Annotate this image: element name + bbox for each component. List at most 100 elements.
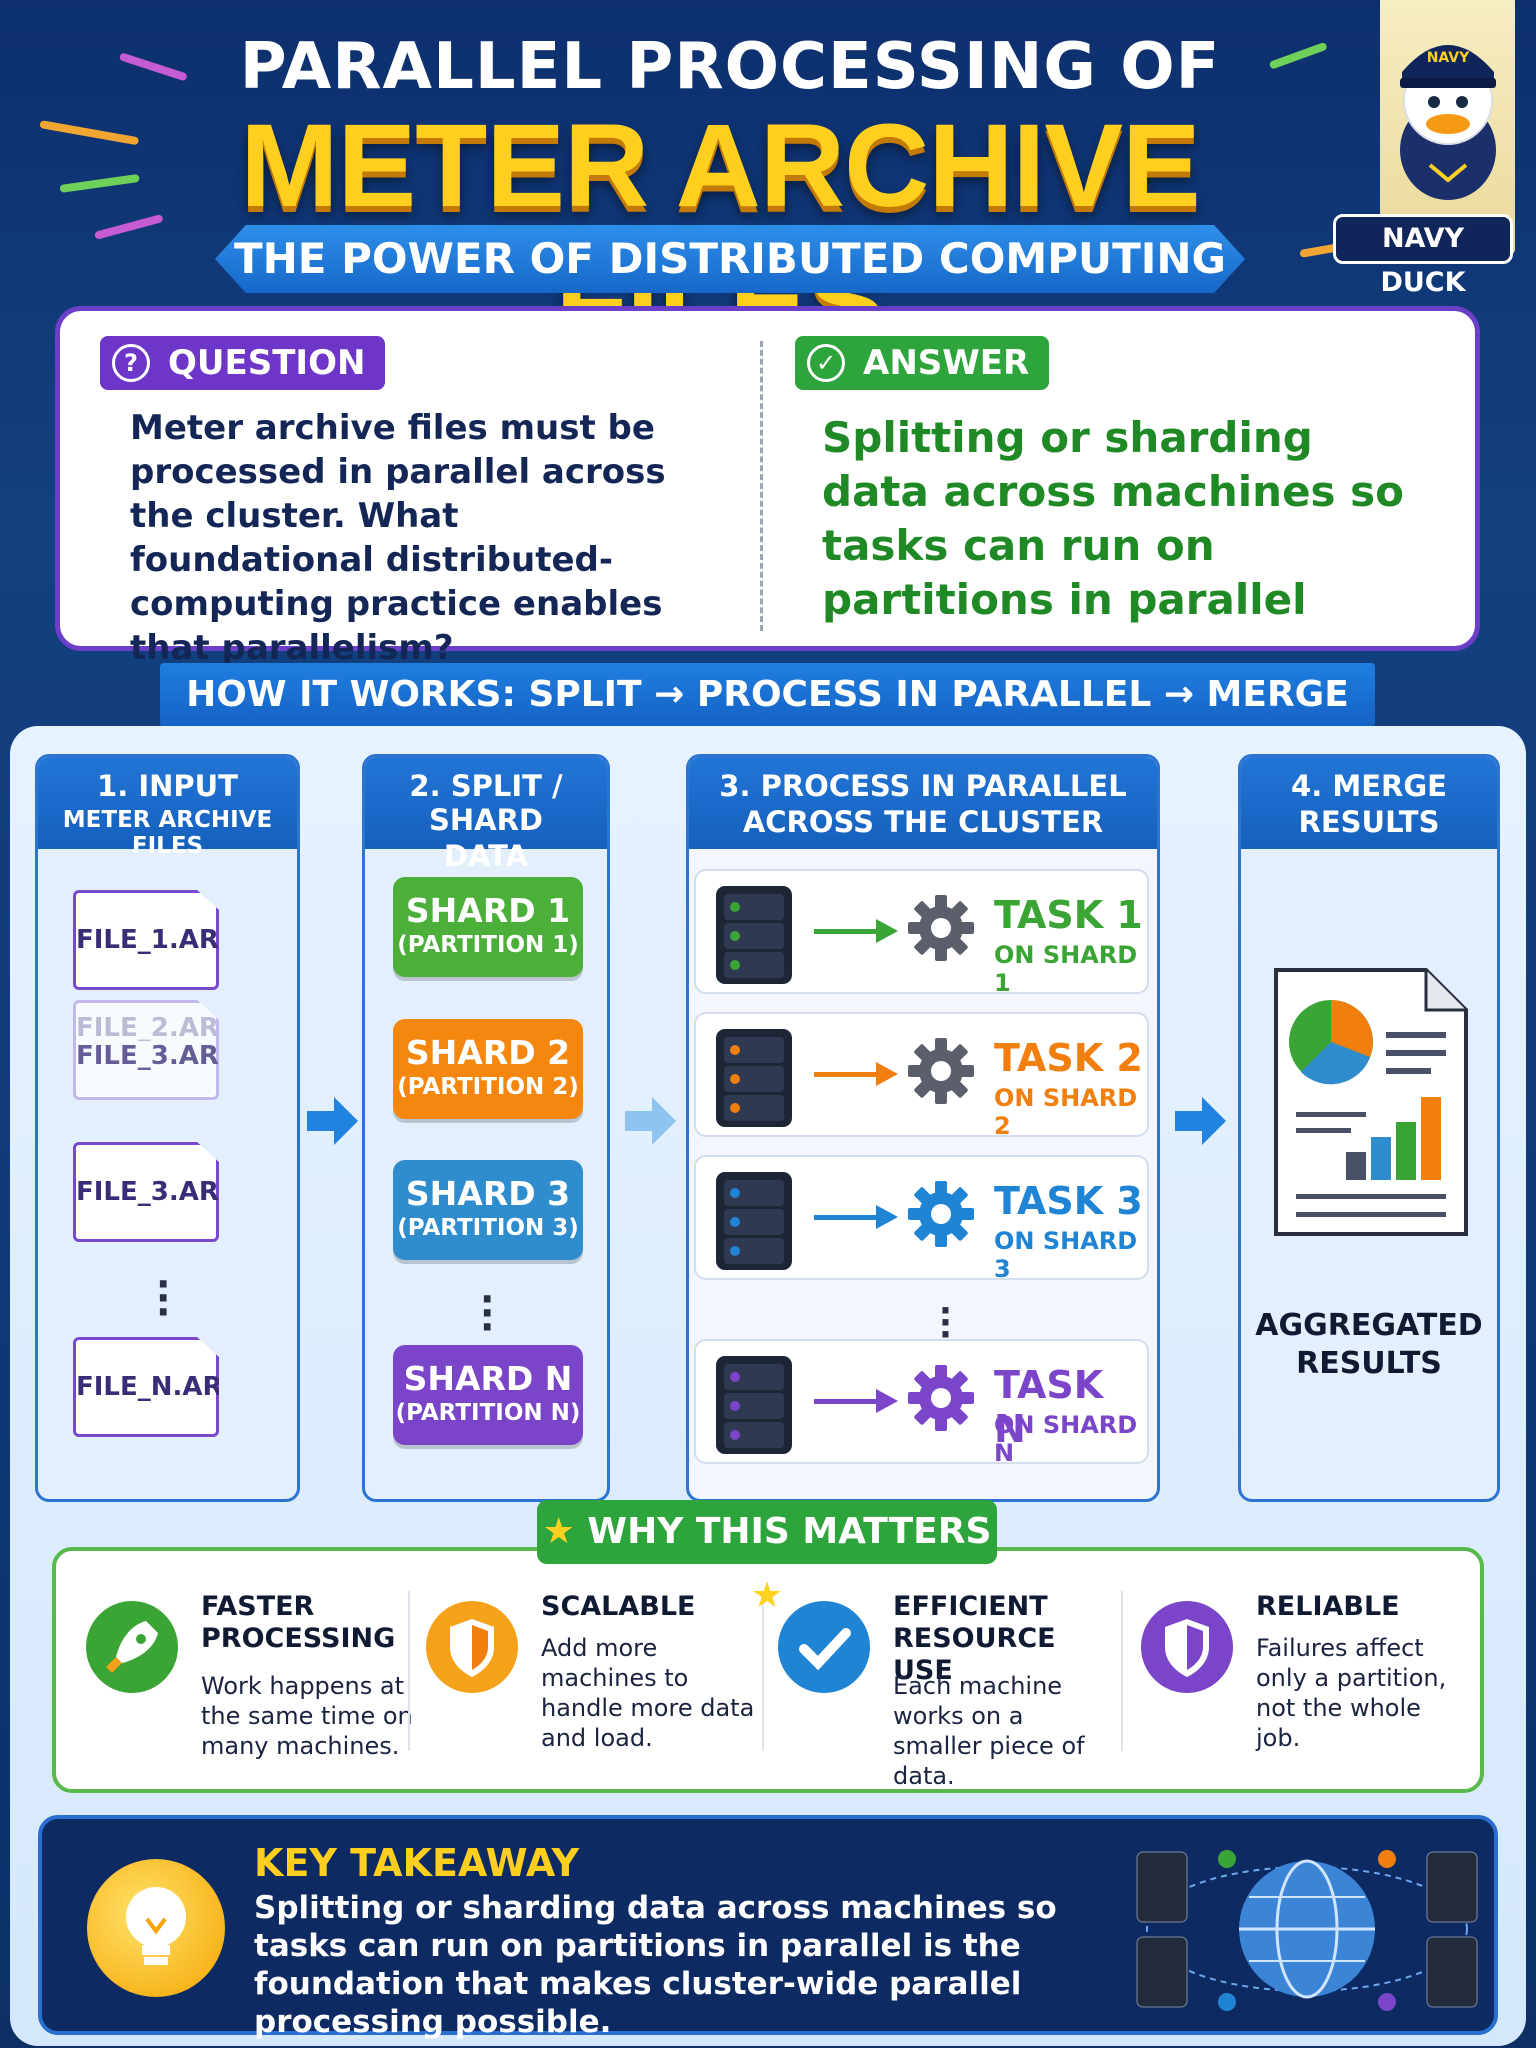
- gear-icon: [908, 1038, 974, 1104]
- shield-icon: [426, 1601, 518, 1693]
- gear-icon: [908, 1365, 974, 1431]
- file-item-label: FILE_3.ARC: [76, 1041, 238, 1071]
- shard-name: SHARD 1: [405, 891, 571, 930]
- task-name: TASK N: [994, 1363, 1104, 1451]
- report-document-icon: [1274, 968, 1468, 1236]
- why-item-efficient: EFFICIENT RESOURCE USE Each machine work…: [758, 1591, 1098, 1790]
- merge-column: 4. MERGE RESULTS AGGREGATED RESULTS: [1238, 754, 1500, 1502]
- duck-mascot-icon: NAVY: [1400, 45, 1496, 200]
- task-name: TASK 2: [994, 1036, 1143, 1080]
- shard-partition: (PARTITION 3): [397, 1215, 579, 1241]
- split-column-header: 2. SPLIT / SHARD DATA: [365, 757, 607, 873]
- question-label: QUESTION: [168, 343, 366, 383]
- task-shard: ON SHARD N: [994, 1411, 1138, 1467]
- arrow-right-icon: [625, 1097, 676, 1145]
- divider: [760, 341, 763, 631]
- aggregated-results-line2: RESULTS: [1296, 1346, 1442, 1381]
- input-column: 1. INPUT METER ARCHIVE FILES FILE_1.ARC …: [35, 754, 300, 1502]
- why-title: RELIABLE: [1256, 1591, 1400, 1622]
- aggregated-results-line1: AGGREGATED: [1255, 1308, 1483, 1343]
- file-item-faded-label: FILE_2.ARC: [76, 1013, 216, 1041]
- divider: [408, 1591, 410, 1751]
- server-icon: [716, 1172, 792, 1270]
- subtitle-ribbon: THE POWER OF DISTRIBUTED COMPUTING: [215, 225, 1245, 293]
- checkmark-icon: ✓: [807, 344, 845, 382]
- why-item-scalable: SCALABLE Add more machines to handle mor…: [406, 1591, 754, 1771]
- answer-label: ANSWER: [863, 343, 1030, 383]
- input-column-header: 1. INPUT METER ARCHIVE FILES: [38, 757, 297, 859]
- rocket-icon: [86, 1601, 178, 1693]
- divider: [1121, 1591, 1123, 1751]
- task-shard: ON SHARD 3: [994, 1227, 1138, 1283]
- why-title: EFFICIENT RESOURCE USE: [893, 1591, 1056, 1686]
- merge-subtitle: RESULTS: [1298, 805, 1440, 839]
- merge-column-header: 4. MERGE RESULTS: [1241, 757, 1497, 849]
- arrow-line: [814, 1072, 888, 1077]
- file-item: FILE_3.ARC: [73, 1142, 219, 1242]
- process-subtitle: ACROSS THE CLUSTER: [742, 805, 1104, 839]
- arrow-line: [814, 1215, 888, 1220]
- lightbulb-icon: [87, 1859, 225, 1997]
- arrow-right-icon: [307, 1097, 358, 1145]
- arrow-right-icon: [876, 1205, 898, 1229]
- ellipsis-icon: ···: [939, 1291, 952, 1355]
- gear-icon: [908, 1181, 974, 1247]
- network-globe-icon: [1136, 1850, 1478, 2011]
- split-column: 2. SPLIT / SHARD DATA SHARD 1 (PARTITION…: [362, 754, 610, 1502]
- why-label-text: WHY THIS MATTERS: [587, 1511, 992, 1552]
- question-mark-icon: ?: [112, 344, 150, 382]
- arrow-line: [814, 929, 888, 934]
- file-item: FILE_N.ARC: [73, 1337, 219, 1437]
- question-badge: ? QUESTION: [100, 336, 386, 390]
- shard-name: SHARD 3: [405, 1174, 571, 1213]
- why-desc: Failures affect only a partition, not th…: [1256, 1634, 1447, 1752]
- answer-text: Splitting or sharding data across machin…: [822, 413, 1405, 624]
- ellipsis-icon: ···: [480, 1277, 495, 1349]
- server-icon: [716, 886, 792, 984]
- task-shard: ON SHARD 1: [994, 941, 1138, 997]
- check-icon: [778, 1601, 870, 1693]
- shard-partition: (PARTITION 2): [397, 1074, 579, 1100]
- aggregated-results-label: AGGREGATED RESULTS: [1241, 1307, 1497, 1383]
- process-column: 3. PROCESS IN PARALLEL ACROSS THE CLUSTE…: [686, 754, 1160, 1502]
- why-item-reliable: RELIABLE Failures affect only a partitio…: [1121, 1591, 1461, 1771]
- split-title: 2. SPLIT / SHARD: [409, 769, 563, 837]
- server-icon: [716, 1029, 792, 1127]
- why-this-matters-card: FASTER PROCESSING Work happens at the sa…: [52, 1547, 1484, 1793]
- title-line-1: PARALLEL PROCESSING OF: [239, 30, 1221, 104]
- shard-3: SHARD 3 (PARTITION 3): [393, 1160, 583, 1260]
- arrow-right-icon: [876, 1062, 898, 1086]
- answer-badge: ✓ ANSWER: [795, 336, 1050, 390]
- key-takeaway-text: Splitting or sharding data across machin…: [254, 1890, 1057, 2040]
- question-text: Meter archive files must be processed in…: [130, 408, 666, 668]
- why-title: SCALABLE: [541, 1591, 696, 1622]
- why-item-faster: FASTER PROCESSING Work happens at the sa…: [66, 1591, 413, 1771]
- shard-name: SHARD N: [403, 1359, 573, 1398]
- why-desc: Work happens at the same time on many ma…: [201, 1672, 413, 1760]
- server-icon: [716, 1356, 792, 1454]
- svg-text:NAVY: NAVY: [1427, 50, 1470, 66]
- mascot-banner: NAVY: [1380, 0, 1515, 255]
- why-desc: Add more machines to handle more data an…: [541, 1634, 755, 1752]
- input-title: 1. INPUT: [97, 769, 238, 803]
- how-it-works-banner: HOW IT WORKS: SPLIT → PROCESS IN PARALLE…: [160, 663, 1375, 779]
- shard-n: SHARD N (PARTITION N): [393, 1345, 583, 1445]
- brand-label: NAVY DUCK: [1333, 214, 1513, 298]
- split-subtitle: DATA: [443, 839, 529, 873]
- input-subtitle: METER ARCHIVE FILES: [62, 807, 273, 859]
- shard-1: SHARD 1 (PARTITION 1): [393, 877, 583, 977]
- why-this-matters-label: ★ WHY THIS MATTERS ★: [537, 1500, 997, 1616]
- file-item-faded: FILE_2.ARC FILE_3.ARC: [73, 1000, 219, 1100]
- shard-2: SHARD 2 (PARTITION 2): [393, 1019, 583, 1119]
- why-title: FASTER PROCESSING: [201, 1591, 396, 1654]
- gear-icon: [908, 895, 974, 961]
- why-desc: Each machine works on a smaller piece of…: [893, 1672, 1085, 1790]
- star-icon: ★: [750, 1575, 784, 1616]
- shard-partition: (PARTITION 1): [397, 932, 579, 958]
- question-answer-card: ? QUESTION Meter archive files must be p…: [55, 306, 1480, 668]
- process-title: 3. PROCESS IN PARALLEL: [719, 769, 1127, 803]
- file-item: FILE_1.ARC: [73, 890, 219, 990]
